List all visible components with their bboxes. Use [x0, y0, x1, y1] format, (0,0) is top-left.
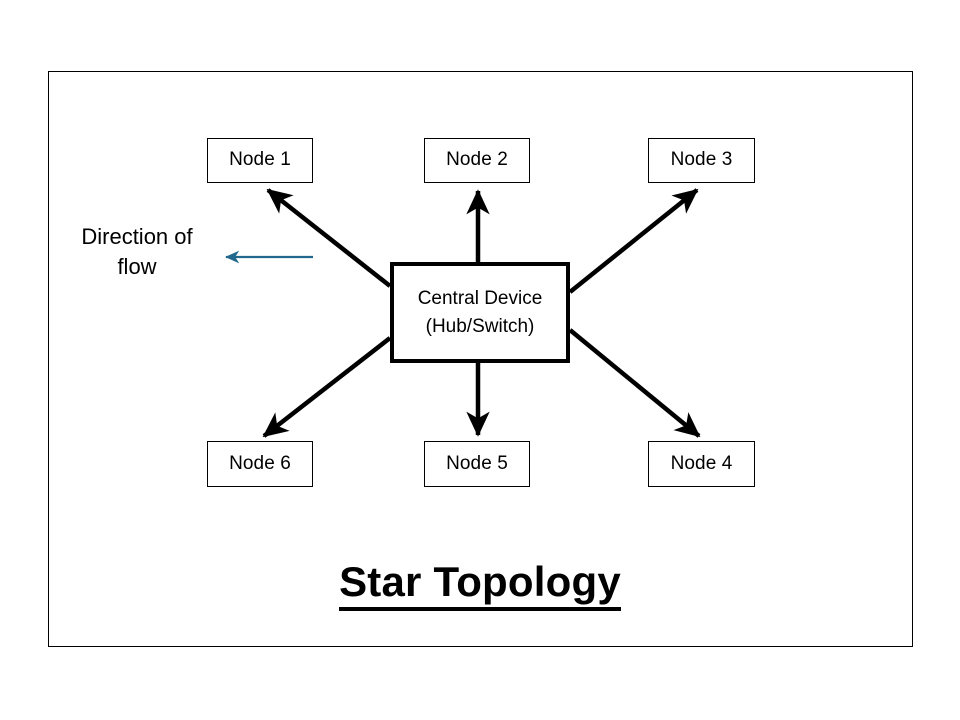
- diagram-title: Star Topology: [250, 558, 710, 611]
- node-label: Node 1: [229, 149, 291, 171]
- node-box-node-3[interactable]: Node 3: [648, 138, 755, 183]
- central-device-line-2: (Hub/Switch): [425, 315, 535, 337]
- central-device-line-1: Central Device: [417, 287, 543, 309]
- node-box-node-1[interactable]: Node 1: [207, 138, 313, 183]
- direction-of-flow-label: Direction of flow: [47, 222, 227, 281]
- node-label: Node 6: [229, 452, 291, 474]
- node-box-node-5[interactable]: Node 5: [424, 441, 530, 487]
- node-box-node-4[interactable]: Node 4: [648, 441, 755, 487]
- diagram-title-text: Star Topology: [339, 558, 621, 611]
- direction-of-flow-line-2: flow: [117, 253, 157, 279]
- node-label: Node 2: [446, 149, 508, 171]
- node-label: Node 4: [670, 452, 733, 474]
- node-label: Node 5: [446, 452, 508, 474]
- node-box-node-6[interactable]: Node 6: [207, 441, 313, 487]
- direction-of-flow-line-1: Direction of: [81, 224, 193, 249]
- central-device-box[interactable]: Central Device (Hub/Switch): [390, 262, 570, 363]
- node-label: Node 3: [670, 149, 733, 171]
- node-box-node-2[interactable]: Node 2: [424, 138, 530, 183]
